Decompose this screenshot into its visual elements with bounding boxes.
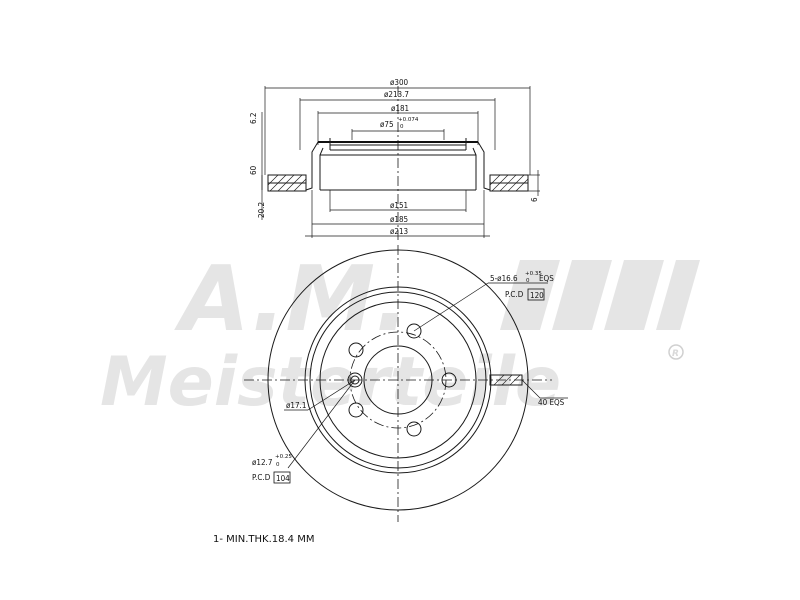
bolt-holes-label: 5-ø16.6 <box>490 274 518 283</box>
dim-center-bore: ø75 <box>380 120 394 129</box>
dim-right-small: 6 <box>530 197 539 202</box>
pin-hole-inner <box>350 375 360 385</box>
bolt-hole <box>348 402 364 418</box>
pin-hole <box>347 372 363 388</box>
bolt-hole <box>441 372 457 388</box>
leader-pin <box>287 379 356 469</box>
bolt-holes-tol-upper: +0.35 <box>525 271 542 277</box>
pcd-circle <box>349 331 447 429</box>
min-thickness-note: 1- MIN.THK.18.4 MM <box>213 534 314 545</box>
bolt-holes-suffix: EQS <box>539 274 554 283</box>
bolt-holes-tol-lower: 0 <box>526 278 530 284</box>
dim-inner-213: ø213 <box>390 227 408 236</box>
bolt-hole <box>348 342 364 358</box>
bolt-hole <box>406 421 422 437</box>
small-hole-label: ø17.1 <box>286 401 306 410</box>
dim-hat-depth: 6.2 <box>249 113 258 124</box>
dim-height: 60 <box>249 165 258 175</box>
pin-tol-upper: +0.25 <box>275 454 292 460</box>
dim-hat-outer: ø181 <box>391 104 409 113</box>
bolt-holes <box>348 323 457 437</box>
side-view: ø300 ø213.7 ø181 ø75 +0.074 0 <box>249 78 540 240</box>
dim-center-bore-tol-upper: +0.074 <box>398 117 419 123</box>
hat-outer-edge <box>309 291 487 469</box>
center-bore <box>363 345 433 415</box>
dim-inner-151: ø151 <box>390 201 408 210</box>
pin-tol-lower: 0 <box>276 462 280 468</box>
registered-icon <box>668 344 684 360</box>
pin-pcd-label: P.C.D <box>252 473 271 482</box>
hat-wall-right <box>477 141 491 191</box>
pin-pcd-box <box>273 471 291 484</box>
watermark-brand-top: A.M. <box>174 247 409 352</box>
dim-overall-diameter: ø300 <box>390 78 409 87</box>
hat-step <box>319 301 477 459</box>
bolt-pcd-box <box>527 288 545 301</box>
watermark-registered-mark: R <box>672 349 679 359</box>
leader-vent <box>521 379 541 399</box>
bolt-hole <box>406 323 422 339</box>
dim-friction-diameter: ø213.7 <box>384 90 409 99</box>
hat-wall-left <box>305 141 319 191</box>
bolt-pcd-value: 120 <box>530 291 544 300</box>
dim-thickness: 20.2 <box>257 202 266 218</box>
watermark-stripes <box>500 260 700 330</box>
friction-inner-edge <box>304 286 492 474</box>
front-view: 5-ø16.6 +0.35 0 EQS P.C.D 120 ø17.1 ø12.… <box>244 245 568 522</box>
leader-bolt-holes <box>413 282 489 332</box>
dim-inner-185: ø185 <box>390 215 408 224</box>
pin-pcd-value: 104 <box>276 474 290 483</box>
vent-label: 40 EQS <box>538 398 565 407</box>
watermark-brand-bottom: Meisterteile <box>100 343 561 422</box>
pin-label: ø12.7 <box>252 458 272 467</box>
disc-outer-edge <box>267 249 529 511</box>
leader-small-hole <box>307 379 356 411</box>
dim-center-bore-tol-lower: 0 <box>400 124 404 130</box>
bolt-pcd-label: P.C.D <box>505 290 524 299</box>
watermark: A.M. Meisterteile R <box>100 247 700 422</box>
